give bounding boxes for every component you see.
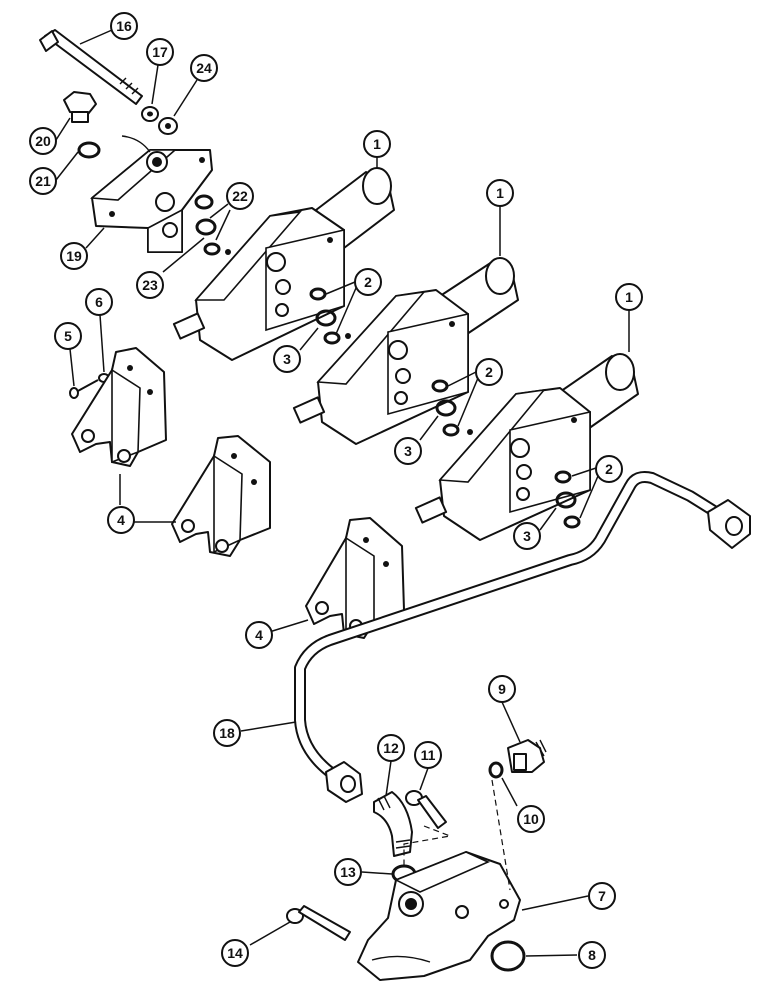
leader-lines [55,29,630,957]
part-oring-21 [77,141,101,159]
callout-8-label: 8 [588,947,596,963]
callout-21: 21 [29,167,57,195]
callout-3-bottom-label: 3 [523,528,531,544]
callout-23: 23 [136,271,164,299]
part-elbow-12 [373,791,413,857]
callout-4-right-label: 4 [255,627,263,643]
callout-3-bottom: 3 [513,522,541,550]
callout-20: 20 [29,127,57,155]
part-end-block-19 [89,135,213,253]
callout-10-label: 10 [523,811,539,827]
callout-3-middle-label: 3 [404,443,412,459]
callout-19-label: 19 [66,248,82,264]
callout-21-label: 21 [35,173,51,189]
part-oring-8 [490,940,526,972]
callout-9: 9 [488,675,516,703]
part-valve-section-1b [292,257,519,445]
callout-1-top: 1 [363,130,391,158]
callout-12: 12 [377,734,405,762]
callout-18: 18 [213,719,241,747]
callout-16: 16 [110,12,138,40]
callout-12-label: 12 [383,740,399,756]
callout-3-middle: 3 [394,437,422,465]
callout-2-middle: 2 [475,358,503,386]
callout-1-bottom-label: 1 [625,289,633,305]
callout-4-right: 4 [245,621,273,649]
part-seals-22-23 [194,194,221,256]
part-valve-section-1c [414,353,639,541]
callout-2-bottom-label: 2 [605,461,613,477]
callout-1-middle: 1 [486,179,514,207]
callout-7-label: 7 [598,888,606,904]
callout-18-label: 18 [219,725,235,741]
callout-7: 7 [588,882,616,910]
callout-2-top: 2 [354,268,382,296]
part-valve-section-1a [172,167,395,361]
callout-5-label: 5 [64,328,72,344]
part-bolt-14 [286,905,351,941]
callout-1-top-label: 1 [373,136,381,152]
callout-16-label: 16 [116,18,132,34]
part-bolt-16 [39,29,143,105]
callout-3-top: 3 [273,345,301,373]
callout-1-middle-label: 1 [496,185,504,201]
callout-1-bottom: 1 [615,283,643,311]
part-oring-10 [488,761,504,779]
callout-2-top-label: 2 [364,274,372,290]
part-fitting-9 [507,739,547,773]
part-bolt-11 [405,790,447,829]
callout-3-top-label: 3 [283,351,291,367]
callout-14-label: 14 [227,945,243,961]
part-seals-2-3-a [309,287,341,345]
callout-8: 8 [578,941,606,969]
callout-4-left-label: 4 [117,512,125,528]
part-bracket-4b [171,435,271,557]
part-bracket-4a [71,347,167,467]
callout-6: 6 [85,288,113,316]
callout-10: 10 [517,805,545,833]
part-washer-24 [158,117,178,135]
callout-11: 11 [414,741,442,769]
callout-9-label: 9 [498,681,506,697]
callout-24: 24 [190,54,218,82]
part-inlet-housing-7 [357,851,521,981]
callout-22: 22 [226,182,254,210]
callout-24-label: 24 [196,60,212,76]
part-seals-2-3-c [554,470,581,529]
part-plug-20 [63,91,97,123]
callout-2-bottom: 2 [595,455,623,483]
callout-11-label: 11 [421,747,436,763]
callout-14: 14 [221,939,249,967]
callout-5: 5 [54,322,82,350]
part-washer-17 [141,106,159,122]
callout-19: 19 [60,242,88,270]
callout-4-left: 4 [107,506,135,534]
callout-6-label: 6 [95,294,103,310]
callout-20-label: 20 [35,133,51,149]
callout-2-middle-label: 2 [485,364,493,380]
callout-17-label: 17 [152,44,168,60]
part-screw-5 [69,379,99,399]
callout-23-label: 23 [142,277,158,293]
callout-17: 17 [146,38,174,66]
part-seals-2-3-b [431,379,460,437]
callout-13-label: 13 [340,864,356,880]
part-tube-18 [294,471,751,803]
callout-22-label: 22 [232,188,248,204]
callout-13: 13 [334,858,362,886]
